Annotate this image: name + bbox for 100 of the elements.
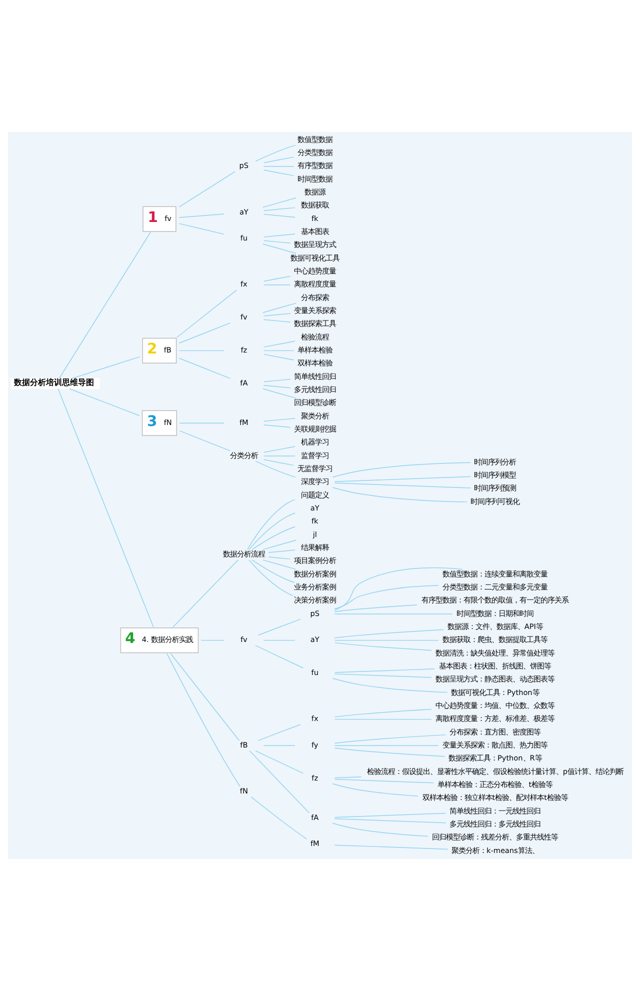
- node-text: 数据分析流程: [222, 550, 265, 559]
- connector: [252, 560, 295, 583]
- connector: [263, 378, 291, 382]
- node-text: 多元线性回归: [294, 385, 336, 394]
- node-text: fv: [240, 635, 248, 644]
- connector: [178, 214, 224, 218]
- node-text: fk: [311, 516, 318, 526]
- node-text: aY: [310, 503, 320, 512]
- node-text: 数据清洗：缺失值处理、异常值处理等: [436, 648, 555, 658]
- node-text: 结果解释: [300, 542, 329, 552]
- connector: [334, 745, 439, 746]
- connector: [255, 144, 296, 162]
- connector: [334, 844, 448, 850]
- node-text: 单样本检验：正态分布检验、t检验等: [438, 780, 553, 789]
- node-text: 检验流程: [300, 332, 329, 342]
- connector: [332, 462, 471, 478]
- node-text: fA: [240, 378, 248, 388]
- node-text: 基本图表：柱状图、折线图、饼图等: [439, 661, 552, 670]
- connector: [249, 750, 310, 814]
- connector: [263, 156, 294, 164]
- connector: [334, 734, 446, 744]
- node-text: 单样本检验: [297, 346, 332, 355]
- connector: [332, 822, 428, 837]
- connector: [268, 556, 291, 560]
- connector: [334, 818, 446, 824]
- node-text: 分布探索: [300, 292, 329, 302]
- node-text: aY: [310, 635, 320, 644]
- connector: [263, 276, 291, 282]
- node-text: 中心趋势度量：均值、中位数、众数等: [436, 700, 555, 710]
- connector: [172, 560, 239, 628]
- node-text: 数据探索工具：Python、R等: [448, 754, 542, 763]
- node-text: 聚类分析：k-means算法、: [451, 846, 539, 855]
- node-text: 机器学习: [300, 438, 329, 447]
- connector: [255, 460, 296, 478]
- node-text: 双样本检验: [297, 358, 332, 368]
- node-text: 时间型数据：日期和时间: [456, 608, 534, 618]
- node-text: 分类型数据: [297, 148, 332, 158]
- connector: [334, 585, 439, 610]
- node-text: 多元线性回归：多元线性回归: [450, 819, 541, 828]
- node-text: 有序型数据：有限个数的取值，有一定的序关系: [422, 596, 569, 605]
- connector: [248, 560, 294, 596]
- node-text: fu: [240, 234, 248, 243]
- connector: [69, 388, 140, 416]
- connector: [263, 170, 294, 176]
- node-text: jl: [312, 530, 317, 539]
- node-text: fx: [240, 280, 248, 289]
- node-text: 聚类分析: [300, 411, 329, 420]
- node-text: 业务分析案例: [294, 582, 336, 592]
- connector: [58, 388, 154, 628]
- connector: [263, 418, 296, 422]
- node-text: 关联规则挖掘: [294, 424, 336, 434]
- connector: [262, 244, 296, 254]
- connector: [334, 567, 463, 610]
- node-text: 数据可视化工具：Python等: [451, 688, 540, 697]
- node-text: 回归模型诊断: [294, 398, 336, 408]
- connector: [334, 778, 434, 784]
- connector: [178, 358, 231, 379]
- node-text: 时间型数据: [297, 174, 332, 184]
- node-text: 回归模型诊断：残差分析、多重共线性等: [432, 832, 558, 842]
- connector: [334, 748, 446, 757]
- node-text: 基本图表: [300, 227, 329, 236]
- node-text: fz: [240, 346, 248, 355]
- node-text: 数据获取：爬虫、数据提取工具等: [442, 635, 548, 644]
- connector: [263, 240, 291, 244]
- node-text: fv: [240, 312, 248, 322]
- connector: [332, 487, 468, 502]
- connector: [334, 674, 432, 678]
- node-text: 数据呈现方式: [294, 240, 336, 250]
- connector: [247, 499, 296, 550]
- node-text: fz: [312, 773, 318, 782]
- node-text: 变量关系探索：散点图、热力图等: [442, 740, 548, 750]
- connector: [334, 642, 432, 651]
- connector: [334, 812, 446, 818]
- connector: [262, 302, 296, 313]
- connector: [179, 430, 230, 452]
- node-text: 数据源：文件、数据库、API等: [447, 622, 543, 631]
- node-text: 数值型数据: [297, 134, 332, 144]
- node-text: fk: [311, 214, 318, 223]
- node-text: 离散程度度量: [294, 280, 336, 289]
- node-text: fx: [311, 714, 318, 724]
- connector: [200, 640, 224, 641]
- connector: [263, 207, 296, 211]
- node-text: pS: [239, 161, 249, 170]
- node-text: 数据呈现方式：静态图表、动态图表等: [436, 674, 555, 684]
- node-text: fN: [240, 786, 248, 796]
- connector: [262, 560, 296, 570]
- connector: [258, 618, 301, 636]
- connector: [334, 476, 471, 482]
- node-text: 数据可视化工具: [290, 253, 340, 262]
- node-text: 双样本检验：独立样本t检验、配对样本t检验等: [422, 793, 568, 802]
- connector: [248, 512, 296, 550]
- connector: [263, 459, 294, 466]
- connector: [262, 388, 296, 399]
- connector: [166, 653, 240, 787]
- connector: [170, 653, 240, 741]
- connector: [334, 718, 432, 720]
- connector: [258, 724, 301, 741]
- connector: [263, 319, 291, 322]
- connector: [334, 482, 471, 488]
- node-text: 问题定义: [300, 490, 329, 500]
